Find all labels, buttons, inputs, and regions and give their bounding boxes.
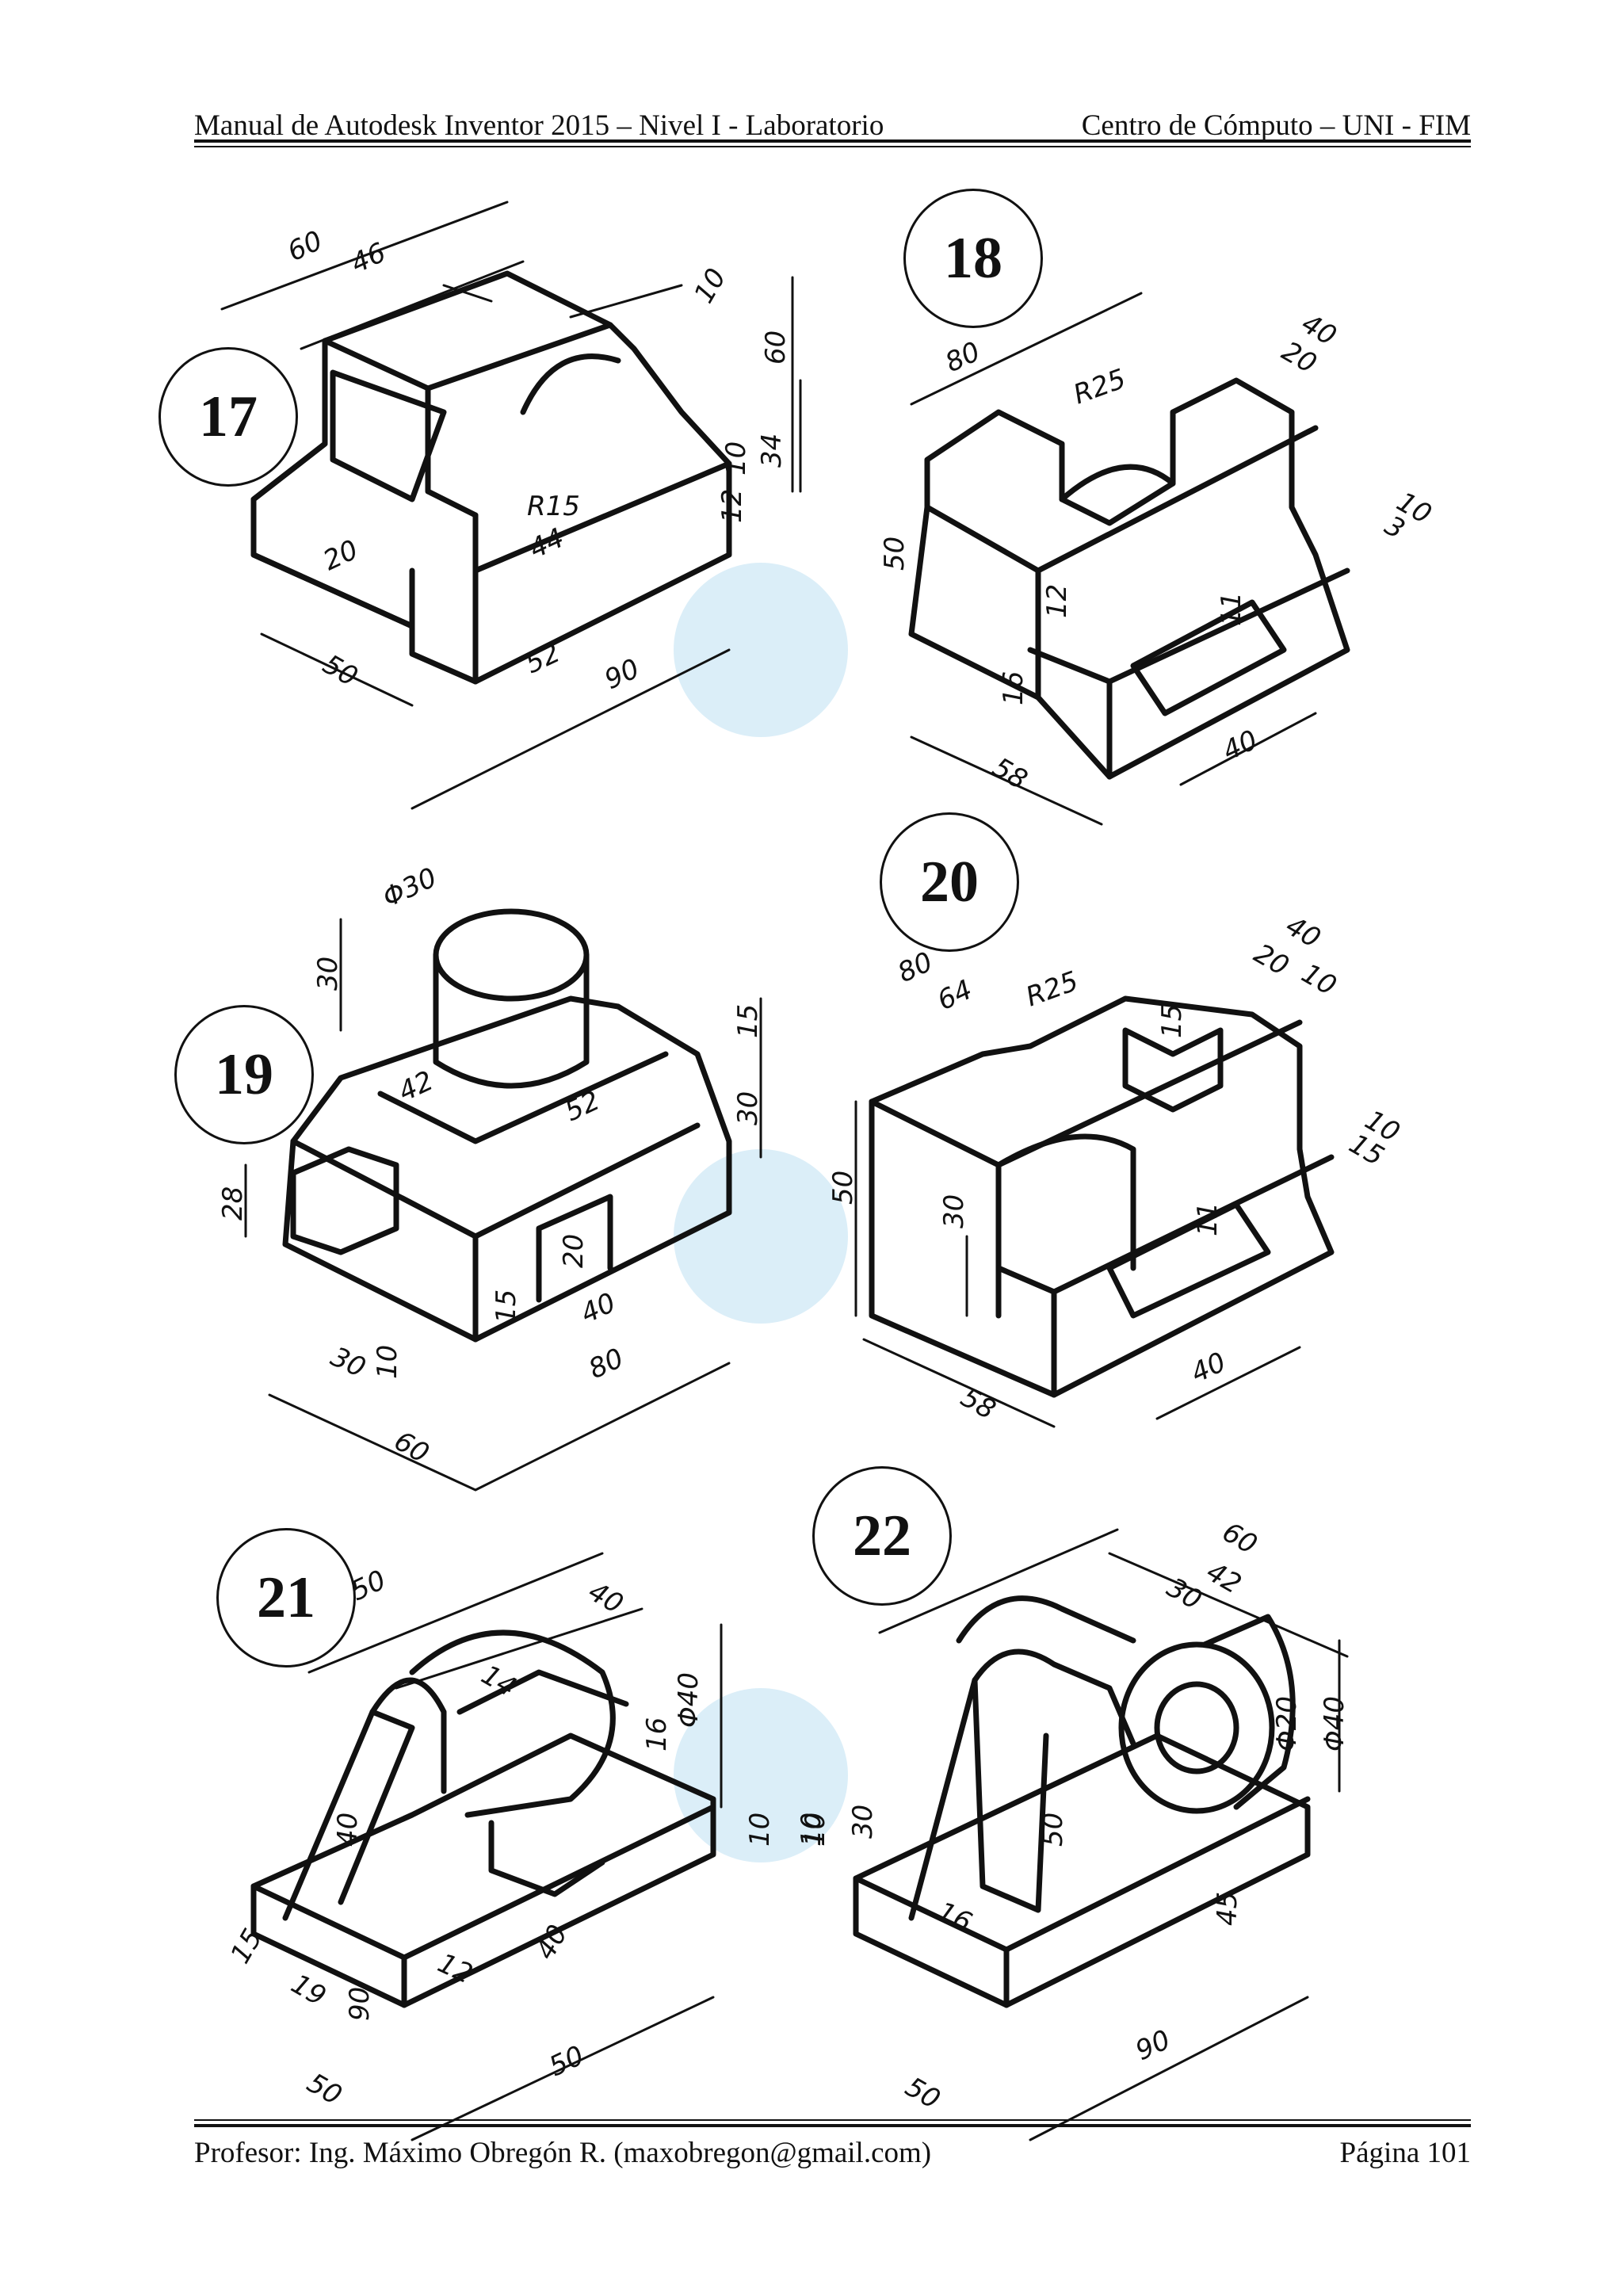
dimension-label: 44 [525, 522, 569, 566]
dimension-label: 15 [224, 1924, 269, 1969]
dimension-label: 10 [372, 1345, 403, 1379]
dimension-label: 10 [720, 441, 752, 476]
footer-author: Profesor: Ing. Máximo Obregón R. (maxobr… [194, 2136, 932, 2169]
dimension-label: 50 [900, 2071, 945, 2115]
dimension-label: 40 [576, 1287, 621, 1331]
exercise-number-20: 20 [880, 812, 1019, 952]
dimension-label: 16 [641, 1717, 673, 1752]
dimension-label: 28 [217, 1186, 249, 1221]
header-title: Manual de Autodesk Inventor 2015 – Nivel… [194, 109, 884, 142]
dimension-label: 12 [433, 1947, 477, 1991]
header-rule-thin [194, 146, 1471, 147]
drawing-19: Φ30 30 42 52 15 30 28 20 15 40 30 10 80 … [217, 861, 764, 1492]
dimension-label: 90 [600, 653, 644, 697]
dimension-label: 80 [584, 1343, 628, 1386]
dimension-label: 40 [1281, 910, 1326, 954]
dimension-label: Φ20 [1271, 1696, 1303, 1752]
dimension-label: 30 [732, 1091, 764, 1125]
dimension-label: 50 [318, 648, 363, 693]
dimension-label: Φ40 [1319, 1696, 1350, 1752]
dimension-label: 10 [744, 1813, 776, 1847]
dimension-label: 40 [583, 1576, 628, 1620]
dimension-label: 11 [1216, 592, 1247, 626]
dimension-label: 15 [732, 1004, 764, 1038]
dimension-label: 15 [491, 1289, 522, 1324]
dimension-label: 30 [847, 1805, 879, 1839]
dimension-label: 60 [283, 225, 327, 269]
page-number: Página 101 [1339, 2136, 1471, 2169]
dimension-label: 90 [1131, 2024, 1175, 2068]
dimension-label: R25 [1069, 363, 1130, 411]
dimension-label: 46 [346, 237, 391, 281]
page-header: Manual de Autodesk Inventor 2015 – Nivel… [194, 94, 1471, 143]
dimension-label: 60 [1217, 1516, 1262, 1561]
dimension-label: 19 [286, 1968, 331, 2012]
dimension-label: 50 [302, 2067, 347, 2111]
dimension-label: 10 [688, 263, 732, 308]
dimension-label: 10 [796, 1813, 827, 1847]
drawing-20: 80 64 40 20 10 R25 15 50 30 10 15 11 40 … [827, 910, 1405, 1428]
footer-rule [194, 2124, 1471, 2127]
dimension-label: R25 [1022, 965, 1083, 1013]
dimension-label: 50 [827, 1171, 859, 1205]
header-organization: Centro de Cómputo – UNI - FIM [1081, 109, 1471, 142]
dimension-label: 50 [544, 2040, 589, 2084]
dimension-label: 12 [716, 489, 748, 523]
dimension-label: 58 [956, 1381, 1001, 1426]
dimension-label: 14 [476, 1659, 521, 1703]
dimension-label: 30 [326, 1341, 370, 1385]
dimension-label: 60 [760, 330, 792, 365]
dimension-label: 20 [319, 534, 363, 578]
dimension-label: 80 [893, 946, 938, 990]
dimension-label: 20 [558, 1234, 590, 1268]
dimension-label: 50 [1037, 1813, 1069, 1847]
dimension-label: 45 [1212, 1892, 1243, 1926]
dimension-label: Φ40 [673, 1672, 705, 1728]
dimension-label: 34 [756, 434, 788, 468]
dimension-label: 16 [998, 671, 1029, 705]
dimension-label: 52 [560, 1085, 605, 1129]
dimension-label: 64 [933, 974, 977, 1018]
dimension-label: 40 [1186, 1347, 1231, 1390]
dimension-label: 20 [1249, 938, 1294, 982]
dimension-label: 10 [800, 1813, 831, 1847]
dimension-label: 50 [879, 537, 911, 571]
dimension-label: 12 [1041, 584, 1073, 618]
dimension-label: 15 [1156, 1004, 1188, 1038]
dimension-label: 30 [938, 1194, 970, 1228]
drawing-18: 80 40 20 R25 10 3 50 12 11 16 40 58 [879, 292, 1437, 826]
header-rule [194, 139, 1471, 143]
exercise-number-17: 17 [158, 347, 298, 487]
dimension-label: Φ30 [378, 861, 441, 914]
dimension-label: 11 [1192, 1202, 1224, 1236]
dimension-label: 30 [312, 957, 344, 991]
dimension-label: 60 [389, 1425, 434, 1469]
exercise-number-18: 18 [903, 189, 1043, 328]
drawing-22: 50 60 42 30 Φ20 Φ40 10 30 50 16 45 90 50 [800, 1516, 1350, 2141]
exercise-number-21: 21 [216, 1528, 356, 1668]
dimension-label: 3 [1380, 510, 1411, 545]
dimension-label: 90 [344, 1987, 376, 2021]
exercise-number-22: 22 [812, 1466, 952, 1606]
dimension-label: 52 [521, 637, 565, 681]
dimension-label: R15 [527, 491, 580, 522]
exercise-number-19: 19 [174, 1005, 314, 1144]
dimension-label: 40 [332, 1813, 364, 1847]
footer-rule-thin [194, 2119, 1471, 2121]
dimension-label: 10 [1296, 957, 1342, 1002]
dimension-label: 42 [1201, 1556, 1247, 1600]
page-footer: Profesor: Ing. Máximo Obregón R. (maxobr… [194, 2130, 1471, 2175]
watermark-logo [674, 563, 848, 1862]
